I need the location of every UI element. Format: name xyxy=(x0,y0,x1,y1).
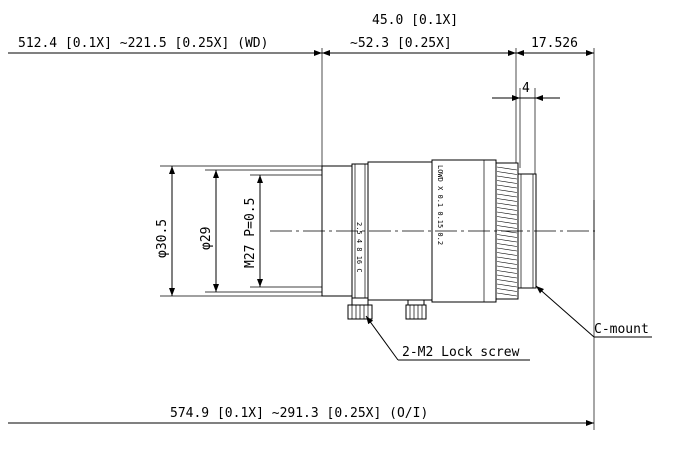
lock-screw-leader xyxy=(365,315,530,361)
c-mount-leader xyxy=(535,285,652,338)
magnification-ring-marking: LOWD X 0.1 0.15 0.2 xyxy=(436,165,444,245)
wd-range-label: 512.4 [0.1X] ~221.5 [0.25X] (WD) xyxy=(18,36,268,51)
lock-screw-label: 2-M2 Lock screw xyxy=(402,345,520,360)
c-mount-label: C-mount xyxy=(594,322,649,337)
outer-diameter-label: φ30.5 xyxy=(155,219,170,258)
lock-screw-left xyxy=(347,297,373,320)
inner-diameter-label: φ29 xyxy=(199,227,214,250)
mount-depth-label: 4 xyxy=(522,81,530,96)
total-length-label: 574.9 [0.1X] ~291.3 [0.25X] (O/I) xyxy=(170,406,428,421)
extension-lines xyxy=(321,48,595,430)
lock-screw-right xyxy=(405,299,427,320)
filter-thread-label: M27 P=0.5 xyxy=(243,198,258,268)
focus-ring-knurl xyxy=(496,166,518,297)
diameter-extension-lines xyxy=(160,165,322,297)
aperture-scale-marking: 2.5 4 8 16 C xyxy=(355,222,363,273)
length-top-label: 45.0 [0.1X] xyxy=(372,13,458,28)
flange-back-label: 17.526 xyxy=(531,36,578,51)
length-bottom-label: ~52.3 [0.25X] xyxy=(350,36,452,51)
lens-body xyxy=(321,159,537,303)
diameter-dimension-lines xyxy=(169,166,263,296)
